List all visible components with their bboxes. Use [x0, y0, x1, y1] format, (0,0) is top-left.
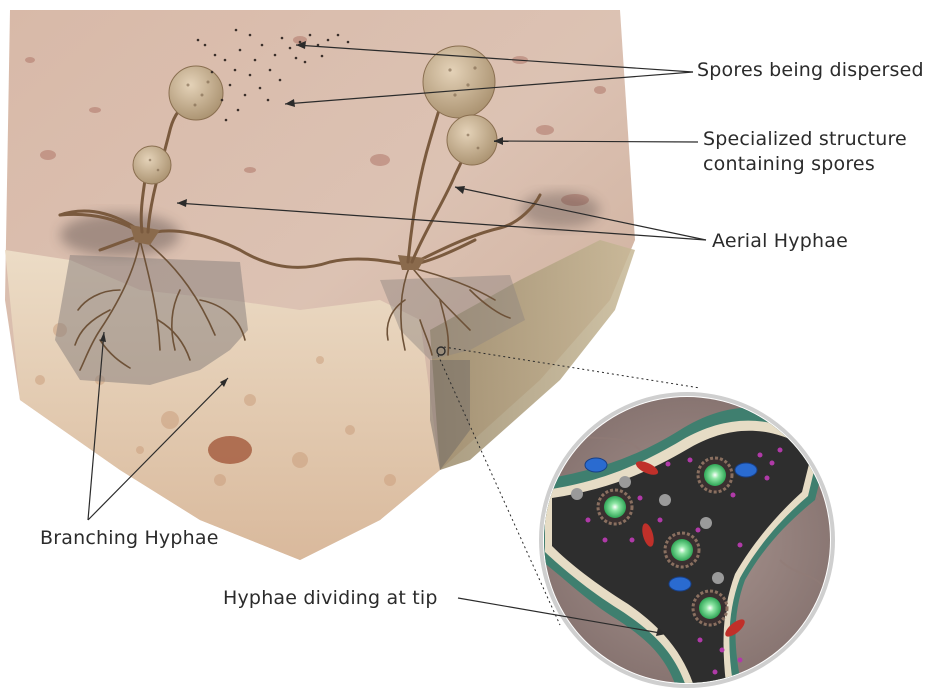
label-specialized-structure-line2: containing spores — [703, 152, 907, 177]
label-hyphae-dividing-at-tip: Hyphae dividing at tip — [223, 586, 438, 611]
label-spores-being-dispersed: Spores being dispersed — [697, 58, 924, 83]
label-aerial-hyphae: Aerial Hyphae — [712, 229, 848, 254]
label-branching-hyphae: Branching Hyphae — [40, 526, 219, 551]
label-specialized-structure: Specialized structure containing spores — [703, 127, 907, 177]
label-specialized-structure-line1: Specialized structure — [703, 127, 907, 152]
